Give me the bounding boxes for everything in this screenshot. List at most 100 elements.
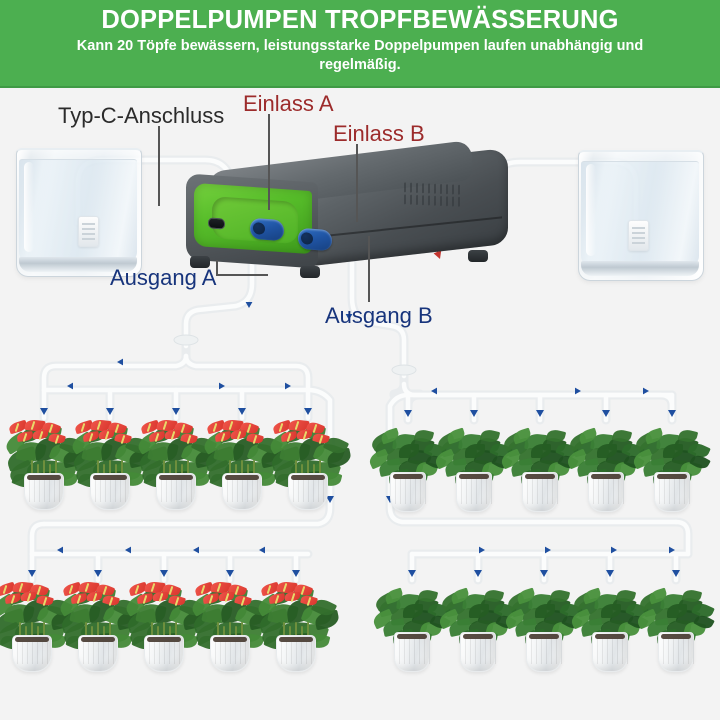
soil <box>595 634 625 639</box>
plant-pot <box>288 473 328 510</box>
stem <box>241 622 243 639</box>
leaf <box>465 444 485 458</box>
pot-ribs <box>659 479 690 504</box>
stem <box>175 622 177 639</box>
potted-plant <box>200 418 287 510</box>
tee-connector <box>173 334 417 376</box>
potted-plant <box>2 418 89 510</box>
stem <box>163 460 165 480</box>
plant-pot <box>90 473 130 510</box>
pot-ribs <box>29 480 60 502</box>
stem <box>241 460 243 474</box>
plant-pot <box>12 635 52 672</box>
stem <box>307 622 309 639</box>
plant-pot <box>276 635 316 672</box>
leader-line-ausgang-a-v <box>216 260 218 276</box>
plant-pot <box>526 632 562 672</box>
glass-highlight <box>586 164 596 256</box>
plant-pot <box>156 473 196 510</box>
plant-pot <box>456 472 492 512</box>
inlet-port-a[interactable] <box>250 217 284 242</box>
stem <box>223 626 225 643</box>
potted-plant <box>503 580 583 672</box>
leader-line-einlass-b <box>356 144 358 222</box>
soil <box>661 634 691 639</box>
usb-c-port[interactable] <box>208 217 225 230</box>
plant-pot <box>210 635 250 672</box>
header-banner: DOPPELPUMPEN TROPFBEWÄSSERUNG Kann 20 Tö… <box>0 0 720 88</box>
stem <box>19 622 21 642</box>
stem <box>253 460 255 477</box>
leaf <box>667 604 687 618</box>
plant-pot <box>592 632 628 672</box>
stem <box>121 460 123 477</box>
potted-plant <box>437 580 517 672</box>
pot-ribs <box>215 642 246 664</box>
pot-ribs <box>461 479 492 504</box>
stem <box>235 464 237 481</box>
stem <box>151 622 153 642</box>
stem <box>175 460 177 474</box>
pot-ribs <box>17 642 48 664</box>
potted-plant <box>254 580 341 672</box>
device-foot <box>190 256 210 268</box>
plant-pot <box>390 472 426 512</box>
stem <box>319 460 321 477</box>
plant-pot <box>394 632 430 672</box>
stem <box>31 460 33 480</box>
stem <box>229 622 231 636</box>
inlet-port-b[interactable] <box>298 227 332 252</box>
soil <box>93 475 127 480</box>
potted-plant <box>122 580 209 672</box>
glass-base <box>19 257 137 272</box>
pot-ribs <box>527 479 558 504</box>
soil <box>291 475 325 480</box>
stem <box>157 626 159 643</box>
leaf <box>663 444 683 458</box>
pot-ribs <box>95 480 126 502</box>
leaf <box>403 604 423 618</box>
soil <box>393 474 423 479</box>
pot-ribs <box>281 642 312 664</box>
stem <box>289 626 291 643</box>
page-subtitle: Kann 20 Töpfe bewässern, leistungsstarke… <box>76 38 644 73</box>
flow-arrows <box>28 293 680 577</box>
diagram-stage: Typ-C-Anschluss Einlass A Einlass B Ausg… <box>0 88 720 720</box>
leader-line-einlass-a <box>268 114 270 210</box>
soil <box>225 475 259 480</box>
soil <box>159 475 193 480</box>
pot-ribs <box>227 480 258 502</box>
stem <box>43 460 45 474</box>
stem <box>97 460 99 480</box>
plant-pot <box>588 472 624 512</box>
leader-line-ausgang-a-h <box>216 274 268 276</box>
leader-line-typ-c <box>158 126 160 206</box>
device-foot <box>300 266 320 278</box>
soil <box>279 637 313 642</box>
callout-typ-c-anschluss: Typ-C-Anschluss <box>58 103 225 128</box>
soil <box>213 637 247 642</box>
intake-filter-right <box>628 220 649 251</box>
glass-base <box>581 261 699 276</box>
potted-plant <box>631 420 711 512</box>
pot-ribs <box>597 639 628 664</box>
pot-ribs <box>531 639 562 664</box>
potted-plant <box>499 420 579 512</box>
plant-pot <box>78 635 118 672</box>
stem <box>169 464 171 481</box>
pot-ribs <box>399 639 430 664</box>
potted-plant <box>266 418 353 510</box>
soil <box>657 474 687 479</box>
callout-ausgang-b: Ausgang B <box>325 303 433 328</box>
pot-ribs <box>293 480 324 502</box>
stem <box>295 622 297 636</box>
stem <box>55 460 57 477</box>
pot-ribs <box>161 480 192 502</box>
leaf <box>535 604 555 618</box>
stem <box>85 622 87 642</box>
pot-ribs <box>663 639 694 664</box>
leaf <box>531 444 551 458</box>
stem <box>163 622 165 636</box>
stem <box>187 460 189 477</box>
